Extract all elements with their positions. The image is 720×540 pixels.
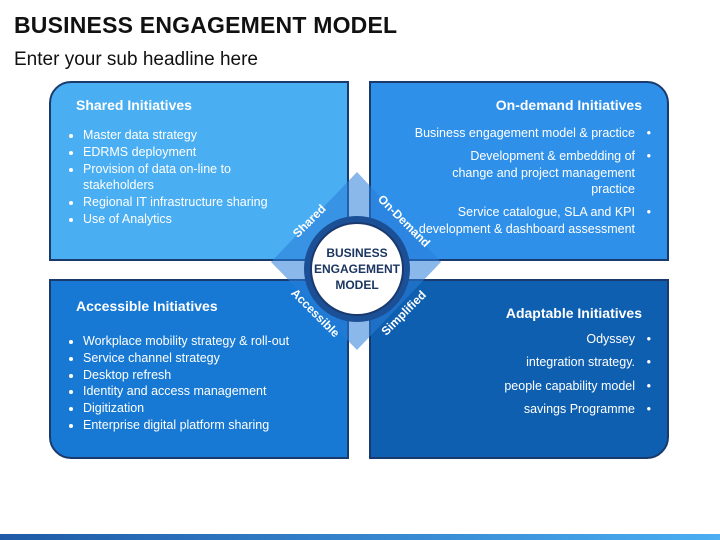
quadrant-on-demand: On-demand Initiatives Business engagemen…	[369, 81, 669, 261]
list-shared: Master data strategy EDRMS deployment Pr…	[67, 127, 343, 228]
list-item: integration strategy.	[381, 354, 651, 371]
center-label: BUSINESS ENGAGEMENT MODEL	[310, 222, 404, 316]
bottom-accent-bar	[0, 534, 720, 540]
quadrant-shared: Shared Initiatives Master data strategy …	[49, 81, 349, 261]
list-item: Master data strategy	[83, 127, 343, 144]
list-item: Identity and access management	[83, 383, 343, 400]
list-item: Regional IT infrastructure sharing	[83, 194, 343, 211]
quadrant-title-on-demand: On-demand Initiatives	[495, 97, 642, 113]
list-adaptable: Odyssey integration strategy. people cap…	[381, 331, 651, 424]
list-item: Enterprise digital platform sharing	[83, 417, 343, 434]
list-item: Use of Analytics	[83, 211, 343, 228]
center-circle: BUSINESS ENGAGEMENT MODEL	[304, 216, 410, 322]
quadrant-title-shared: Shared Initiatives	[76, 97, 192, 113]
quadrant-title-accessible: Accessible Initiatives	[76, 298, 218, 314]
list-item: Business engagement model & practice	[381, 125, 651, 142]
list-item: Workplace mobility strategy & roll-out	[83, 333, 343, 350]
center-line-1: BUSINESS	[326, 246, 388, 260]
page-subtitle: Enter your sub headline here	[14, 49, 258, 70]
list-item: Digitization	[83, 400, 343, 417]
list-item: Provision of data on-line to stakeholder…	[83, 161, 253, 195]
list-on-demand: Business engagement model & practice Dev…	[381, 125, 651, 244]
list-item: savings Programme	[381, 401, 651, 418]
list-item: Desktop refresh	[83, 367, 343, 384]
center-line-3: MODEL	[335, 278, 379, 292]
list-accessible: Workplace mobility strategy & roll-out S…	[67, 333, 343, 434]
list-item: Development & embedding of change and pr…	[381, 148, 651, 198]
quadrant-accessible: Accessible Initiatives Workplace mobilit…	[49, 279, 349, 459]
list-item: people capability model	[381, 378, 651, 395]
list-item: Service channel strategy	[83, 350, 343, 367]
center-line-2: ENGAGEMENT	[313, 262, 400, 276]
list-item: Odyssey	[381, 331, 651, 348]
list-item: Service catalogue, SLA and KPI developme…	[381, 204, 651, 238]
quadrant-title-adaptable: Adaptable Initiatives	[505, 305, 642, 321]
page-title: BUSINESS ENGAGEMENT MODEL	[14, 12, 398, 38]
list-item: EDRMS deployment	[83, 144, 343, 161]
